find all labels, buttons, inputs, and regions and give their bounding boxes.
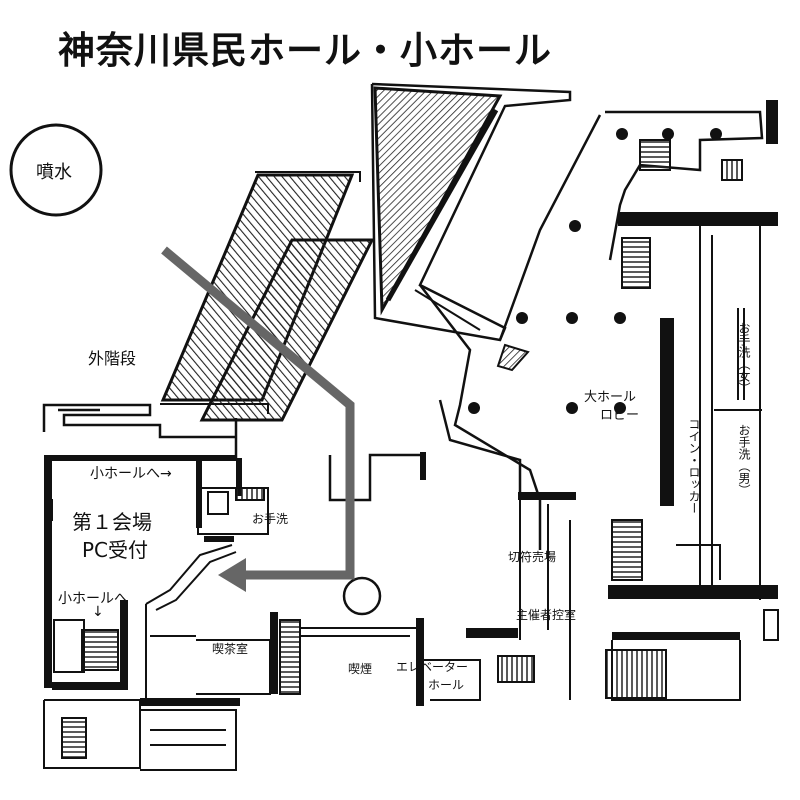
to-small-hall-label-2: 小ホールへ bbox=[58, 591, 128, 607]
elevator-label-2: ホール bbox=[428, 678, 465, 692]
bottom-rooms bbox=[150, 619, 535, 701]
restroom-small-label: お手洗 bbox=[252, 512, 289, 526]
pillars bbox=[468, 128, 722, 414]
dark-walls bbox=[44, 100, 778, 706]
lobby-stair-block bbox=[496, 343, 530, 372]
venue1-label: 第１会場 bbox=[72, 510, 152, 534]
restroom-women-label: お手洗（女） bbox=[737, 322, 751, 394]
map-title: 神奈川県民ホール・小ホール bbox=[58, 29, 552, 72]
central-stair-graphic bbox=[370, 82, 572, 342]
fountain-label: 噴水 bbox=[36, 162, 72, 183]
outer-stairs-label: 外階段 bbox=[88, 349, 137, 368]
lower-left-details bbox=[43, 487, 269, 771]
outer-stairs-graphic bbox=[160, 171, 375, 422]
elevator-label-1: エレベーター bbox=[396, 660, 469, 674]
pc-reception-label: PC受付 bbox=[82, 538, 149, 562]
to-small-hall-label-1: 小ホールへ→ bbox=[90, 466, 172, 482]
main-lobby-label-1: 大ホール bbox=[584, 390, 637, 405]
fountain-circle bbox=[9, 123, 103, 217]
route-arrow bbox=[161, 246, 355, 592]
central-column bbox=[342, 576, 382, 616]
right-side-details bbox=[519, 139, 779, 701]
coin-locker-label: コイン・ロッカー bbox=[687, 418, 701, 514]
cafe-label: 喫茶室 bbox=[212, 642, 249, 656]
smoking-label: 喫煙 bbox=[348, 662, 373, 676]
ticket-office-label: 切符売場 bbox=[508, 550, 557, 564]
restroom-men-label: お手洗（男） bbox=[737, 424, 751, 496]
down-arrow-label: ↓ bbox=[92, 604, 104, 620]
organizer-room-label: 主催者控室 bbox=[516, 608, 577, 622]
main-lobby-label-2: ロビー bbox=[600, 408, 640, 423]
